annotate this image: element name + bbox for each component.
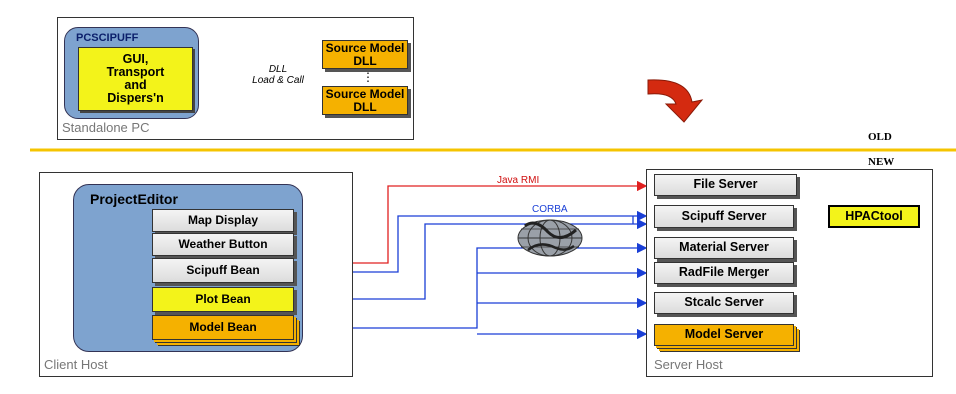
stcalc-server-box: Stcalc Server	[654, 292, 794, 314]
hpactool-box: HPACtool	[828, 205, 920, 228]
corba-label: CORBA	[532, 204, 568, 215]
pcscipuff-label: PCSCIPUFF	[76, 32, 139, 44]
plot-bean-box: Plot Bean	[152, 287, 294, 312]
scipuff-server-box: Scipuff Server	[654, 205, 794, 228]
gui-transport-dispersion-box: GUI, Transport and Dispers'n	[78, 47, 193, 111]
file-server-box: File Server	[654, 174, 797, 196]
weather-button-box: Weather Button	[152, 233, 294, 256]
server-host-caption: Server Host	[654, 357, 723, 372]
dll-load-call-label: DLL Load & Call	[252, 64, 304, 86]
source-model-dll-bottom: Source Model DLL	[322, 86, 408, 115]
client-host-caption: Client Host	[44, 357, 108, 372]
standalone-pc-caption: Standalone PC	[62, 120, 150, 135]
project-editor-label: ProjectEditor	[90, 191, 178, 207]
old-label: OLD	[868, 131, 892, 143]
old-to-new-curved-arrow-icon	[647, 79, 704, 123]
source-model-dll-top: Source Model DLL	[322, 40, 408, 69]
java-rmi-label: Java RMI	[497, 175, 540, 186]
scipuff-bean-box: Scipuff Bean	[152, 258, 294, 283]
radfile-merger-box: RadFile Merger	[654, 262, 794, 284]
material-server-box: Material Server	[654, 237, 794, 259]
dll-ellipsis: ⋮	[362, 70, 374, 84]
model-server-box: Model Server	[654, 324, 794, 346]
corba-network-globe-icon	[517, 219, 583, 257]
model-bean-box: Model Bean	[152, 315, 294, 340]
new-label: NEW	[868, 156, 895, 168]
map-display-box: Map Display	[152, 209, 294, 232]
